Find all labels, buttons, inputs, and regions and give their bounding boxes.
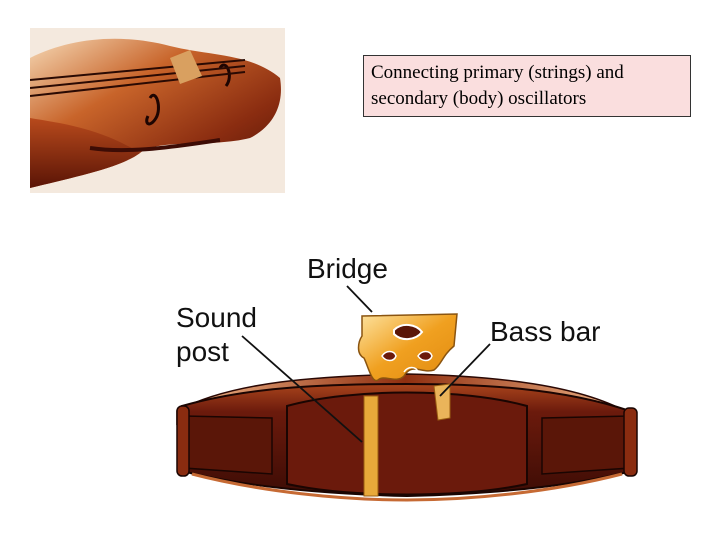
caption-box: Connecting primary (strings) and seconda…	[363, 55, 691, 117]
label-sound-post-line-2: post	[176, 336, 229, 367]
violin-cross-section-diagram	[176, 285, 638, 502]
violin-illustration	[30, 28, 285, 193]
caption-line-2: secondary (body) oscillators	[371, 88, 587, 109]
label-bass-bar: Bass bar	[490, 316, 601, 347]
bridge	[357, 313, 458, 382]
caption-line-1: Connecting primary (strings) and	[371, 62, 624, 83]
bass-bar	[433, 383, 451, 421]
label-bridge: Bridge	[307, 253, 388, 284]
sound-post	[363, 395, 379, 497]
label-sound-post-line-1: Sound	[176, 302, 257, 333]
